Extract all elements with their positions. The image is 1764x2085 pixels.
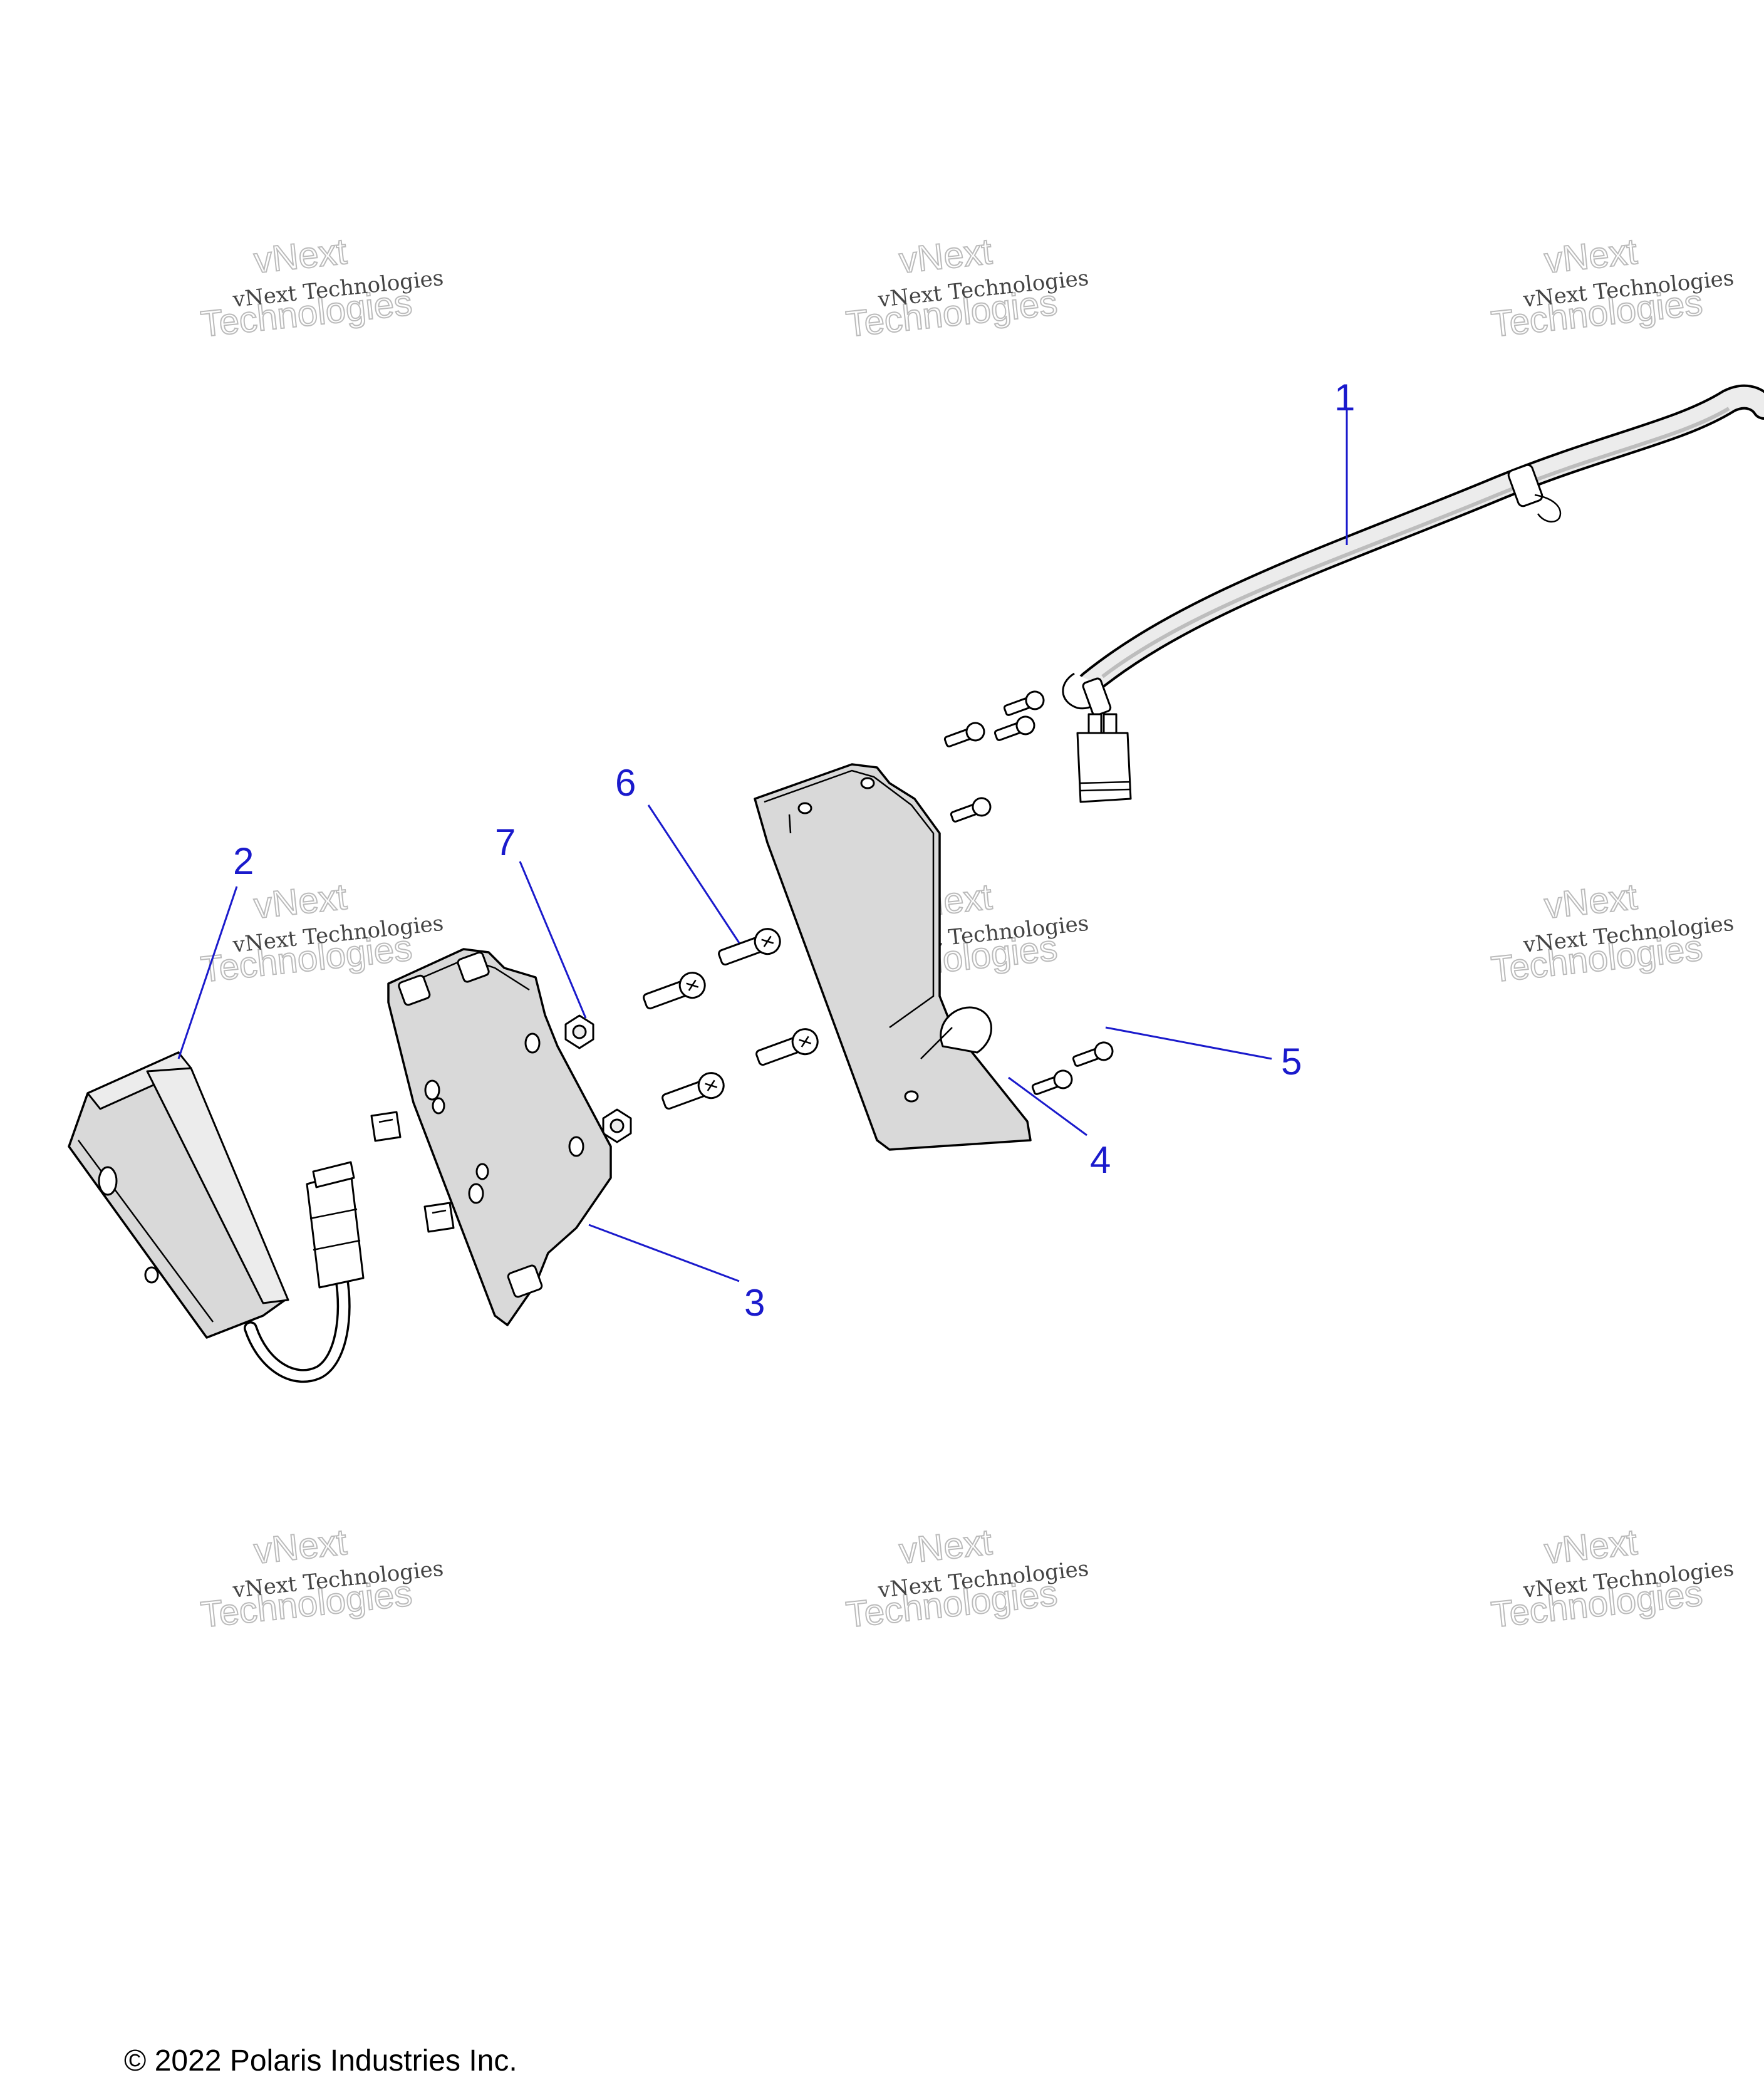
callout-1: 1 — [1334, 377, 1355, 419]
callout-4: 4 — [1090, 1139, 1111, 1181]
callout-3: 3 — [744, 1282, 765, 1324]
watermark: vNext Technologies vNext Technologies — [843, 1521, 1090, 1636]
connector-clip — [1062, 672, 1112, 717]
callouts: 1 2 3 4 5 6 7 — [233, 377, 1355, 1324]
svg-text:vNext: vNext — [1542, 231, 1639, 281]
copyright-notice: © 2022 Polaris Industries Inc. — [124, 2044, 517, 2077]
watermark: vNext Technologies vNext Technologies — [198, 876, 445, 991]
svg-text:vNext: vNext — [252, 231, 348, 281]
leader-6 — [647, 804, 740, 944]
callout-5: 5 — [1281, 1041, 1302, 1083]
watermark-layer: vNext Technologies vNext Technologies vN… — [198, 231, 1735, 1636]
callout-7: 7 — [495, 821, 516, 863]
control-module — [68, 1051, 365, 1383]
watermark: vNext Technologies vNext Technologies — [1488, 231, 1735, 346]
screw-set-upper — [943, 690, 1045, 823]
callout-6: 6 — [615, 762, 636, 804]
watermark: vNext Technologies vNext Technologies — [198, 1521, 445, 1636]
screw-set-right — [1031, 1041, 1114, 1095]
svg-text:vNext: vNext — [897, 231, 994, 281]
watermark: vNext Technologies vNext Technologies — [1488, 1521, 1735, 1636]
watermark: vNext Technologies vNext Technologies — [1488, 876, 1735, 991]
leader-3 — [588, 1224, 740, 1282]
screw-set-middle — [643, 928, 819, 1110]
watermark: vNext Technologies vNext Technologies — [843, 231, 1090, 346]
callout-2: 2 — [233, 840, 254, 882]
leader-4 — [1008, 1076, 1087, 1136]
svg-text:vNext: vNext — [252, 1522, 348, 1572]
wire-harness — [1062, 384, 1764, 803]
harness-connector — [1076, 713, 1132, 803]
leader-2 — [177, 886, 238, 1059]
svg-text:vNext: vNext — [252, 876, 348, 927]
cover-bracket — [754, 763, 1032, 1151]
leader-lines — [177, 410, 1348, 1282]
svg-text:vNext: vNext — [897, 1522, 994, 1572]
harness-clip — [1507, 464, 1562, 523]
watermark: vNext Technologies vNext Technologies — [198, 231, 445, 346]
svg-text:vNext: vNext — [1542, 1522, 1639, 1572]
nut-set — [370, 1014, 632, 1233]
leader-7 — [519, 861, 587, 1019]
mounting-plate — [387, 948, 612, 1326]
leader-5 — [1105, 1026, 1272, 1060]
svg-text:vNext: vNext — [1542, 876, 1639, 927]
